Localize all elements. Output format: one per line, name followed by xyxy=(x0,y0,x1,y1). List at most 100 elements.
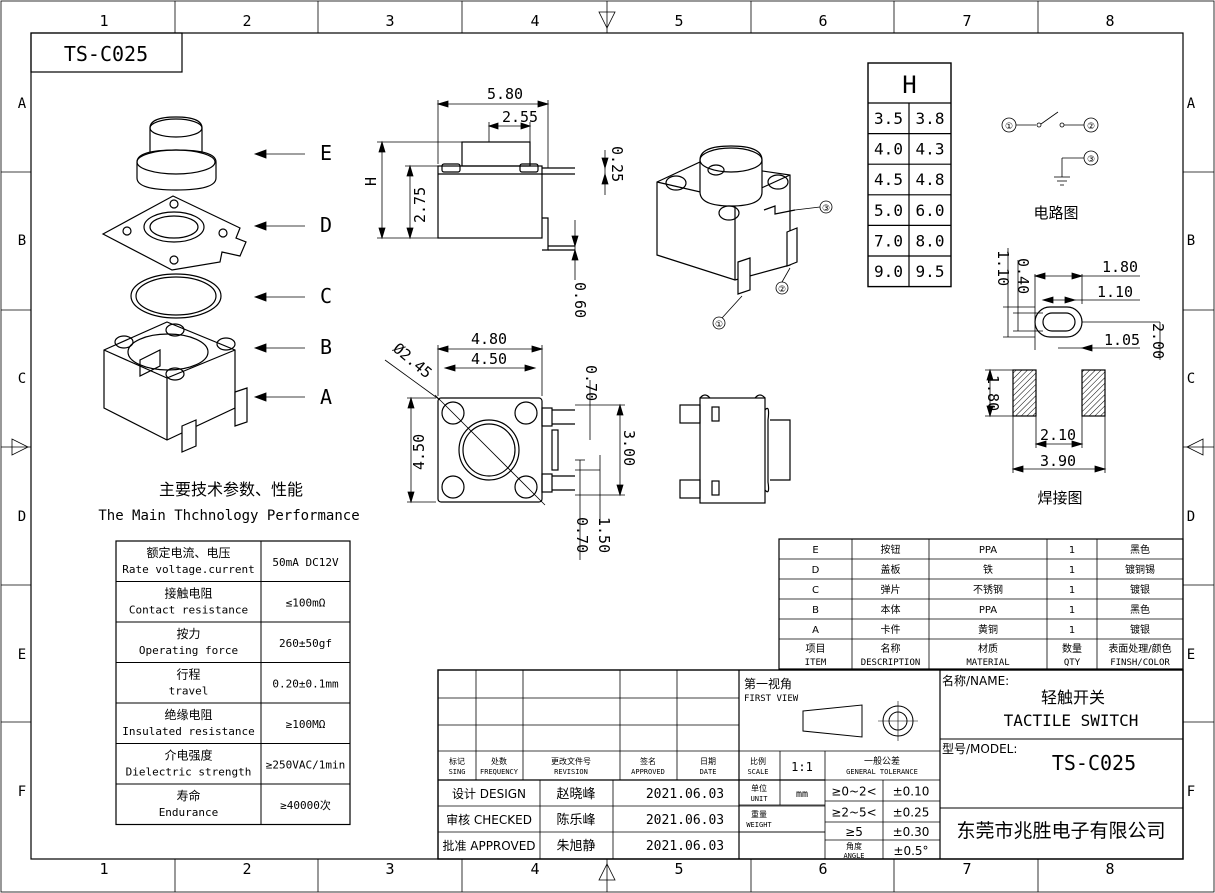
performance-title-cn: 主要技术参数、性能 xyxy=(159,480,303,499)
spec-name-cn: 寿命 xyxy=(176,788,200,803)
spec-value: 0.20±0.1mm xyxy=(272,678,339,691)
pad-dim-g2: 3.90 xyxy=(1040,452,1076,470)
performance-title-en: The Main Thchnology Performance xyxy=(98,508,359,524)
h-value: 3.8 xyxy=(916,109,945,128)
zone-col-label: 4 xyxy=(530,860,539,878)
bom-cell: 卡件 xyxy=(881,623,901,636)
zone-col-label: 4 xyxy=(530,12,539,30)
rev-head-cn: 日期 xyxy=(700,757,716,766)
bom-cell: 镀银 xyxy=(1130,583,1150,596)
rev-head-en: SCALE xyxy=(747,768,768,776)
company-name: 东莞市兆胜电子有限公司 xyxy=(956,820,1165,842)
bom-head-en: ITEM xyxy=(805,658,827,668)
zone-row-label: F xyxy=(18,784,26,800)
h-value: 4.0 xyxy=(874,140,903,159)
zone-col-label: 7 xyxy=(962,860,971,878)
h-value: 9.5 xyxy=(916,262,945,281)
zone-col-label: 6 xyxy=(818,860,827,878)
bom-head-cn: 项目 xyxy=(806,643,826,655)
rev-head-en: DATE xyxy=(700,768,717,776)
weight-en: WEIGHT xyxy=(746,821,772,829)
bom-cell: 镀铜锡 xyxy=(1125,563,1155,576)
h-value: 8.0 xyxy=(916,231,945,250)
spec-value: ≥40000次 xyxy=(280,798,331,812)
exploded-leaders xyxy=(253,149,305,402)
dim-top-height: 4.50 xyxy=(410,434,428,470)
pad-label: 焊接图 xyxy=(1037,489,1082,507)
spec-name-cn: 接触电阻 xyxy=(164,586,212,601)
drawing-code: TS-C025 xyxy=(64,42,148,66)
tol-range: ≥5 xyxy=(845,825,863,839)
zone-row-label: C xyxy=(1187,371,1195,387)
h-value: 4.3 xyxy=(916,140,945,159)
people-name: 陈乐峰 xyxy=(556,812,595,828)
label-c: C xyxy=(320,284,332,308)
zone-col-label: 3 xyxy=(385,860,394,878)
rev-head-cn: 处数 xyxy=(491,756,507,766)
dim-side-pin: 0.60 xyxy=(571,282,589,318)
tol-value: ±0.10 xyxy=(893,785,930,799)
people-role: 设计 DESIGN xyxy=(452,787,526,801)
dim-side-width: 5.80 xyxy=(487,85,523,103)
spec-name-en: Rate voltage.current xyxy=(122,563,254,576)
name-cn: 轻触开关 xyxy=(1041,688,1105,707)
bom-cell: 镀银 xyxy=(1130,623,1150,636)
spec-name-cn: 按力 xyxy=(176,627,200,641)
dim-side-h: H xyxy=(362,177,380,186)
name-label: 名称/NAME: xyxy=(942,673,1009,688)
bom-cell: 不锈钢 xyxy=(973,583,1003,596)
h-value: 7.0 xyxy=(874,231,903,250)
spec-value: 50mA DC12V xyxy=(272,556,339,569)
tol-value: ±0.30 xyxy=(893,825,930,839)
tol-range: ≥2~5< xyxy=(831,806,876,820)
bom-cell: 弹片 xyxy=(881,583,901,596)
zone-col-label: 5 xyxy=(674,12,683,30)
bom-cell: 1 xyxy=(1069,545,1075,556)
zone-row-label: C xyxy=(18,371,26,387)
bom-cell: 1 xyxy=(1069,565,1075,576)
zone-col-label: 8 xyxy=(1105,860,1114,878)
rev-head-cn: 比例 xyxy=(750,756,766,766)
iso-leaders xyxy=(712,200,833,330)
first-view-cn: 第一视角 xyxy=(744,676,792,691)
dim-top-dia: Ø2.45 xyxy=(389,339,435,382)
circuit-label: 电路图 xyxy=(1033,204,1078,222)
zone-row-label: D xyxy=(1187,509,1195,525)
h-value: 9.0 xyxy=(874,262,903,281)
circuit-pin-3: ③ xyxy=(1087,155,1095,165)
zone-row-label: A xyxy=(1187,96,1196,112)
zone-col-label: 6 xyxy=(818,12,827,30)
pad-dim-h2: 0.40 xyxy=(1014,258,1032,294)
tol-value: ±0.25 xyxy=(893,806,930,820)
label-b: B xyxy=(320,335,332,359)
model-label: 型号/MODEL: xyxy=(942,742,1017,756)
circuit-diagram xyxy=(1001,111,1099,186)
people-date: 2021.06.03 xyxy=(646,787,724,802)
iso-view xyxy=(656,145,798,295)
spec-name-cn: 绝缘电阻 xyxy=(164,707,212,722)
rev-head-cn: 签名 xyxy=(640,756,656,766)
h-value: 4.5 xyxy=(874,170,903,189)
zone-col-label: 7 xyxy=(962,12,971,30)
spec-value: ≤100mΩ xyxy=(286,597,326,610)
spec-name-cn: 行程 xyxy=(176,667,200,682)
zone-col-label: 5 xyxy=(674,860,683,878)
spec-name-en: travel xyxy=(169,685,209,698)
h-value: 5.0 xyxy=(874,201,903,220)
side-view xyxy=(437,141,575,251)
bom-head-en: QTY xyxy=(1064,658,1081,668)
h-value: 6.0 xyxy=(916,201,945,220)
circuit-pin-2: ② xyxy=(1087,122,1095,132)
dim-top-c: 1.50 xyxy=(595,517,613,553)
title-frame xyxy=(437,669,1184,860)
dim-top-inner: 4.50 xyxy=(471,350,507,368)
dim-top-d: 0.70 xyxy=(573,517,591,553)
top-view xyxy=(434,394,575,506)
bom-cell: 按钮 xyxy=(881,543,901,556)
top-view-dims xyxy=(384,345,625,560)
people-name: 朱旭静 xyxy=(556,839,595,854)
bom-head-cn: 名称 xyxy=(881,642,901,655)
dim-side-inner: 2.55 xyxy=(502,108,538,126)
